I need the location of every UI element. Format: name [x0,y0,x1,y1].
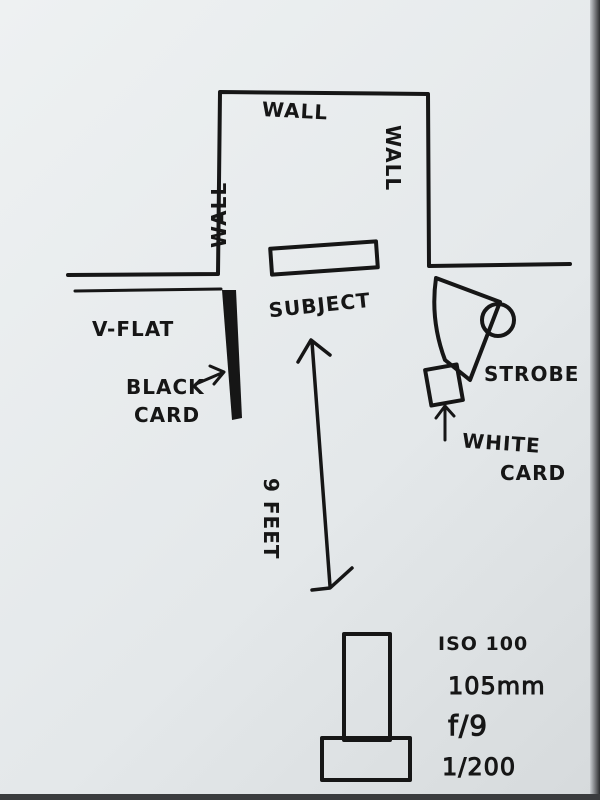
shutter-setting: 1/200 [442,753,516,781]
distance-arrow-line [310,340,332,588]
arrow-head-bottom-icon [310,566,354,592]
paper-edge-shadow [590,0,600,800]
arrow-head-top-icon [296,338,332,364]
subject-rect [268,239,380,277]
black-card-arrow-icon [194,364,226,386]
white-card-arrow-icon [434,404,456,442]
wall-left-label: WALL [207,182,231,248]
black-card-label-1: BLACK [126,375,205,399]
distance-label: 9 FEET [259,478,283,560]
iso-setting: ISO 100 [438,633,528,655]
subject-label: SUBJECT [268,288,372,323]
paper-bottom-shadow [0,794,600,800]
wall-top-label: WALL [261,97,328,124]
white-card-label-2: CARD [500,461,566,485]
strobe-label: STROBE [484,362,579,386]
black-card-label-2: CARD [134,403,200,427]
white-card-label-1: WHITE [461,428,541,457]
aperture-setting: f/9 [448,709,488,742]
strobe-head-icon [480,302,516,338]
white-card-shape [423,362,465,408]
focal-length-setting: 105mm [448,672,546,700]
camera-base-icon [320,736,412,782]
camera-body-icon [342,632,392,742]
wall-right-label: WALL [381,125,405,191]
v-flat-line [73,287,223,293]
v-flat-label: V-FLAT [92,317,174,341]
black-card-shape [222,290,242,420]
wall-outline [66,90,572,277]
